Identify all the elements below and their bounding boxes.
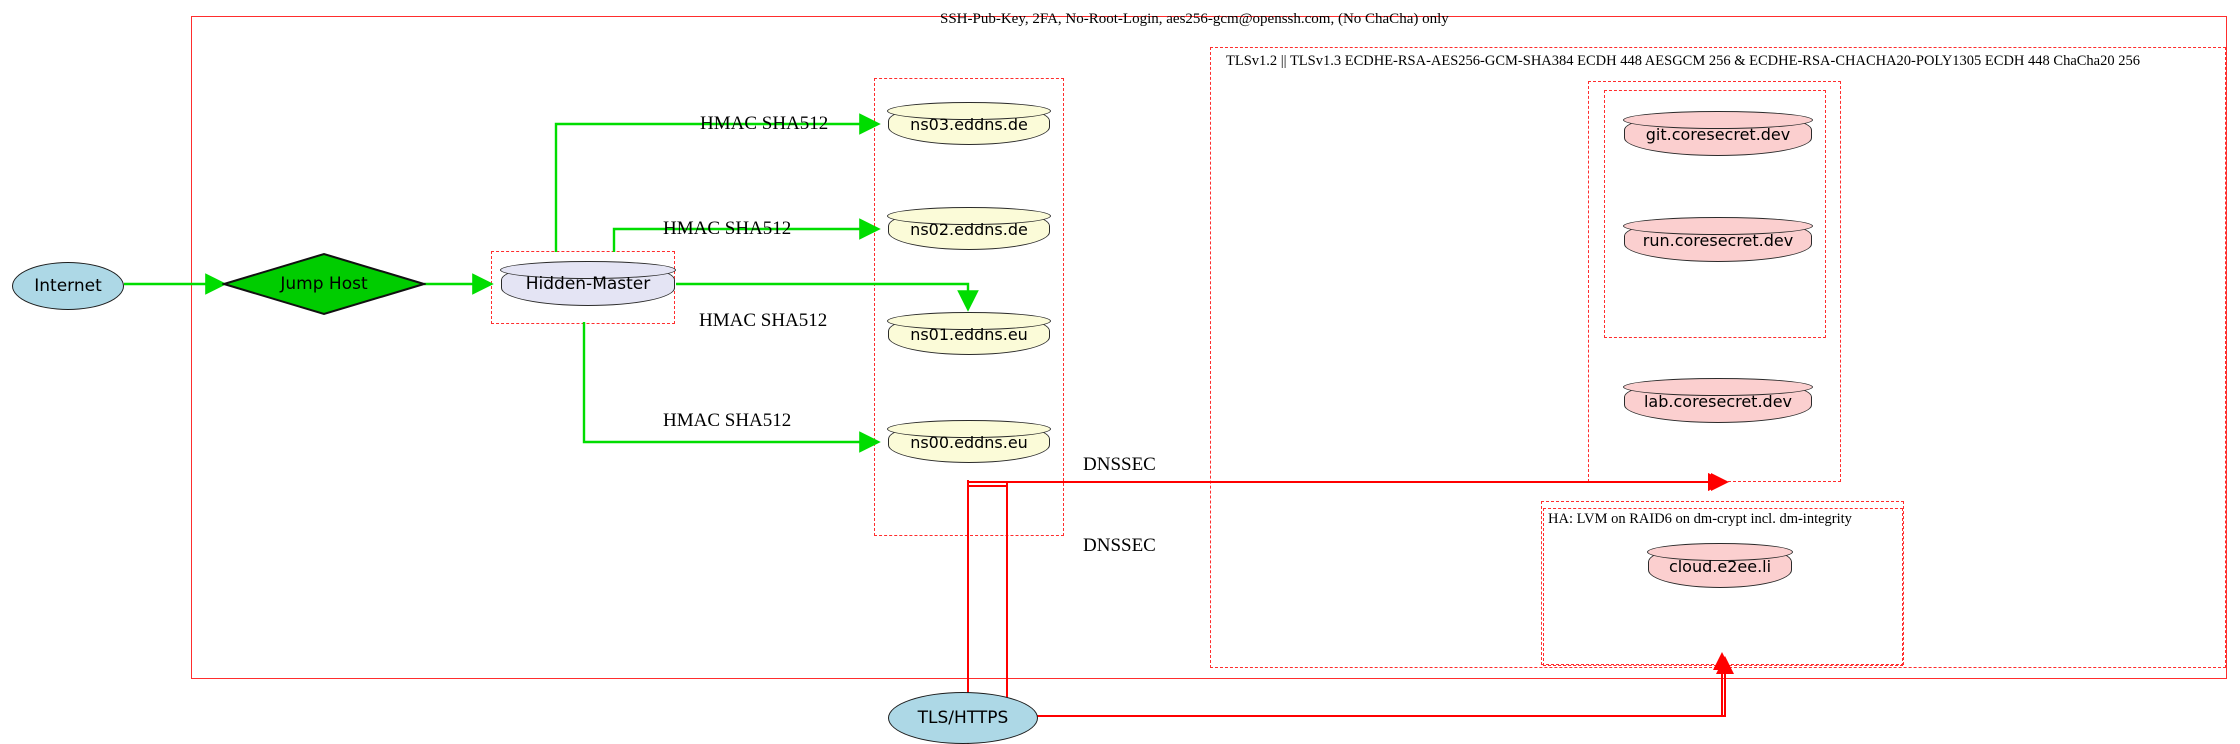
node-run-coresecret[interactable]: run.coresecret.dev (1623, 217, 1813, 262)
node-jump-host[interactable]: Jump Host (222, 252, 426, 316)
node-cloud-e2ee[interactable]: cloud.e2ee.li (1647, 543, 1793, 588)
node-internet-label: Internet (34, 276, 102, 296)
cluster-ssh-boundary-label: SSH-Pub-Key, 2FA, No-Root-Login, aes256-… (940, 11, 1449, 27)
node-tls-https-label: TLS/HTTPS (917, 708, 1009, 728)
node-ns03[interactable]: ns03.eddns.de (887, 102, 1051, 145)
node-cloud-e2ee-label: cloud.e2ee.li (1668, 556, 1772, 576)
node-ns00-label: ns00.eddns.eu (910, 432, 1028, 452)
edge-label-dnssec-upper: DNSSEC (1083, 454, 1156, 475)
node-ns02-label: ns02.eddns.de (910, 219, 1028, 239)
node-hidden-master[interactable]: Hidden-Master (500, 261, 676, 306)
edge-label-dnssec-lower: DNSSEC (1083, 535, 1156, 556)
edge-label-hmac-ns00: HMAC SHA512 (663, 410, 792, 431)
node-lab-coresecret[interactable]: lab.coresecret.dev (1623, 378, 1813, 423)
node-git-coresecret[interactable]: git.coresecret.dev (1623, 111, 1813, 156)
node-ns01[interactable]: ns01.eddns.eu (887, 312, 1051, 355)
node-lab-coresecret-label: lab.coresecret.dev (1643, 391, 1793, 411)
node-ns02[interactable]: ns02.eddns.de (887, 207, 1051, 250)
cluster-tls-boundary-label: TLSv1.2 || TLSv1.3 ECDHE-RSA-AES256-GCM-… (1226, 53, 2140, 69)
edge-label-hmac-ns03: HMAC SHA512 (700, 113, 829, 134)
node-internet[interactable]: Internet (12, 262, 124, 310)
node-jump-host-label-wrap: Jump Host (222, 252, 426, 316)
cluster-dns-zone (874, 78, 1064, 536)
diamond-shape (222, 252, 426, 316)
node-ns00[interactable]: ns00.eddns.eu (887, 420, 1051, 463)
node-git-coresecret-label: git.coresecret.dev (1645, 124, 1791, 144)
edge-label-hmac-ns01: HMAC SHA512 (699, 310, 828, 331)
node-tls-https[interactable]: TLS/HTTPS (888, 692, 1038, 744)
node-hidden-master-label: Hidden-Master (525, 274, 651, 294)
cluster-coresecret-inner (1604, 90, 1826, 338)
node-run-coresecret-label: run.coresecret.dev (1642, 230, 1794, 250)
edge-label-hmac-ns02: HMAC SHA512 (663, 218, 792, 239)
node-jump-host-label: Jump Host (280, 274, 368, 294)
node-ns03-label: ns03.eddns.de (910, 114, 1028, 134)
node-ns01-label: ns01.eddns.eu (910, 324, 1028, 344)
